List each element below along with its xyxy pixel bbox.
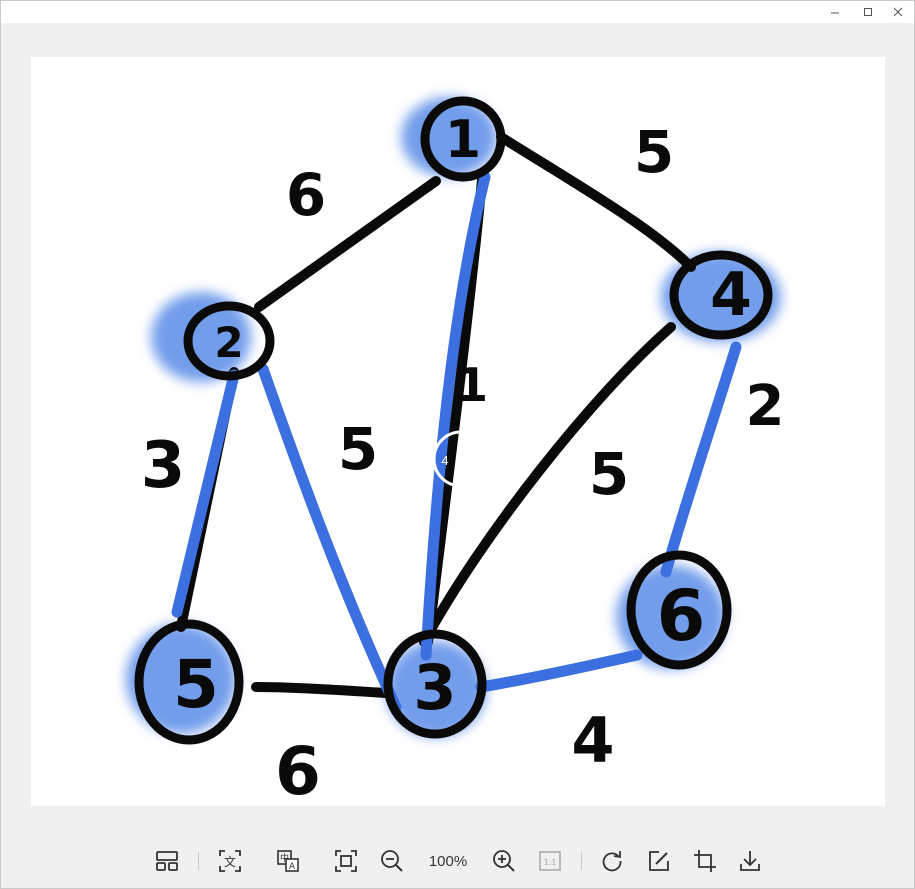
minimize-icon	[831, 12, 839, 14]
loading-spinner-icon	[432, 430, 462, 488]
node-2-circle	[183, 301, 275, 381]
node-label-3: 3	[413, 651, 456, 724]
weight-edge-3-6: 4	[571, 704, 614, 777]
fit-screen-icon	[335, 850, 357, 872]
extract-text-button[interactable]: 文	[216, 847, 244, 875]
maximize-icon	[864, 8, 872, 16]
node-label-2: 2	[214, 318, 243, 367]
translate-icon: 中 A	[277, 850, 299, 872]
svg-text:中: 中	[280, 852, 289, 864]
zoom-in-button[interactable]	[490, 847, 518, 875]
node-labels: 1 2 3 4 5 6	[173, 110, 752, 724]
node-highlights	[126, 97, 781, 737]
zoom-level: 100%	[428, 853, 468, 870]
close-button[interactable]	[883, 1, 913, 23]
weight-edge-1-4: 5	[634, 118, 674, 186]
node-1-circle	[420, 96, 506, 182]
download-icon	[740, 851, 760, 871]
weight-edge-5-3: 6	[275, 733, 321, 806]
close-icon	[893, 7, 903, 17]
zoom-out-button[interactable]	[378, 847, 406, 875]
weight-edge-2-5: 3	[141, 429, 186, 503]
layout-button[interactable]	[153, 847, 181, 875]
loading-indicator-text: 4	[441, 453, 449, 468]
actual-size-icon: 1:1	[539, 851, 561, 871]
node-label-5: 5	[173, 646, 219, 723]
node-3-circle	[383, 629, 487, 739]
weight-edge-4-6: 2	[746, 374, 785, 439]
title-bar	[1, 1, 914, 23]
translate-button[interactable]: 中 A	[274, 847, 302, 875]
rotate-button[interactable]	[598, 847, 626, 875]
zoom-out-icon	[381, 850, 403, 872]
ocr-text-icon: 文	[219, 850, 241, 872]
graph-nodes	[134, 96, 773, 745]
highlight-edge-3-6	[475, 649, 643, 693]
highlight-edge-2-3	[257, 363, 402, 713]
fit-screen-button[interactable]	[332, 847, 360, 875]
edit-icon	[649, 851, 669, 871]
edge-1-2	[254, 176, 441, 312]
highlight-edge-2-5	[171, 369, 240, 618]
toolbar-divider	[581, 852, 582, 870]
bottom-toolbar: 文 中 A 100%	[1, 843, 914, 883]
node-4-circle	[669, 250, 773, 340]
download-button[interactable]	[736, 847, 764, 875]
svg-text:文: 文	[224, 854, 236, 869]
node-label-1: 1	[445, 110, 481, 170]
zoom-in-icon	[493, 850, 515, 872]
highlight-edge-1-3	[420, 171, 491, 661]
crop-button[interactable]	[691, 847, 719, 875]
weight-edge-2-3: 5	[338, 415, 378, 483]
toolbar-divider	[198, 852, 199, 870]
node-6-circle	[626, 550, 732, 670]
svg-text:1:1: 1:1	[544, 858, 557, 867]
node-label-6: 6	[657, 575, 706, 657]
crop-icon	[694, 850, 716, 872]
graph-drawing: 1 2 3 4 5 6 6 5 3 5 1 5 2 6 4	[126, 96, 785, 806]
edge-4-3	[419, 322, 676, 647]
edge-weight-labels: 6 5 3 5 1 5 2 6 4	[141, 118, 785, 806]
graph-edges	[176, 132, 696, 698]
rotate-icon	[602, 851, 622, 872]
node-5-circle	[134, 619, 244, 745]
highlight-edge-4-6	[660, 341, 742, 578]
actual-size-button[interactable]: 1:1	[536, 847, 564, 875]
edge-1-4	[496, 132, 696, 272]
highlighted-edges	[171, 171, 742, 713]
minimize-button[interactable]	[820, 1, 850, 23]
layout-icon	[156, 851, 178, 871]
edge-5-3	[251, 682, 391, 698]
node-label-4: 4	[710, 260, 752, 330]
maximize-button[interactable]	[853, 1, 883, 23]
weight-edge-1-2: 6	[286, 161, 326, 229]
edit-button[interactable]	[645, 847, 673, 875]
weight-edge-4-3: 5	[589, 440, 629, 508]
weight-edge-1-3: 1	[456, 358, 488, 412]
svg-text:A: A	[289, 862, 296, 872]
